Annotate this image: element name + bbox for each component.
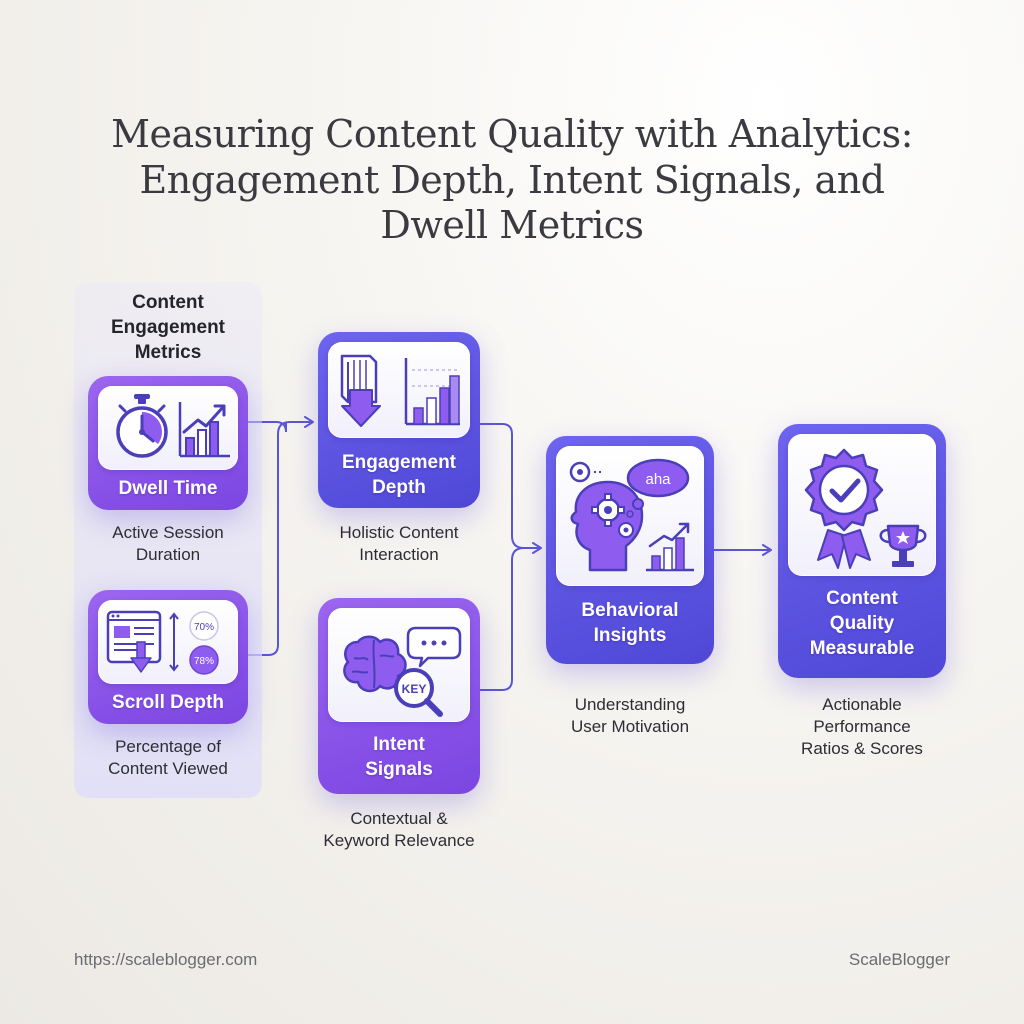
title-line-1: Measuring Content Quality with Analytics…: [111, 112, 913, 156]
intent-signals-caption: Contextual & Keyword Relevance: [296, 808, 502, 852]
scroll-depth-caption-line-1: Percentage of: [115, 737, 221, 756]
behavioral-insights-caption-line-2: User Motivation: [570, 717, 690, 736]
intent-signals-icon-tile: KEY: [328, 608, 470, 722]
vertical-arrows-icon: [169, 612, 179, 672]
page-title: Measuring Content Quality with Analytics…: [62, 112, 962, 249]
brain-icon: KEY: [343, 626, 462, 717]
node-scroll-depth[interactable]: 70% 78% Scroll Depth: [88, 590, 248, 724]
dwell-time-caption-line-2: Duration: [135, 545, 201, 564]
content-quality-caption: Actionable Performance Ratios & Scores: [762, 694, 962, 760]
webpage-icon: 70% 78%: [106, 610, 219, 675]
intent-signals-caption-line-1: Contextual &: [350, 809, 448, 828]
edge-dwell-to-engagement: [248, 421, 287, 433]
node-engagement-depth[interactable]: Engagement Depth: [318, 332, 480, 508]
engagement-depth-label: Engagement Depth: [318, 450, 480, 500]
footer-brand: ScaleBlogger: [848, 950, 950, 969]
engagement-depth-caption: Holistic Content Interaction: [300, 522, 498, 566]
dwell-time-label-text: Dwell Time: [118, 478, 218, 499]
award-badge-icon: [804, 448, 927, 569]
engagement-depth-caption-line-2: Interaction: [359, 545, 439, 564]
speech-bubble-icon: [406, 626, 462, 668]
trophy-icon: [879, 524, 927, 567]
content-quality-label-line-3: Measurable: [809, 638, 915, 659]
stopwatch-icon: [116, 394, 230, 458]
content-quality-label-line-2: Quality: [829, 613, 895, 634]
scroll-depth-label-text: Scroll Depth: [112, 692, 224, 713]
dwell-time-caption: Active Session Duration: [80, 522, 256, 566]
down-arrow-icon: [130, 641, 152, 673]
group-title-line-1: Content: [132, 292, 204, 313]
bar-chart-icon: [404, 358, 460, 426]
magnifier-icon: KEY: [394, 668, 443, 717]
scroll-depth-caption-line-2: Content Viewed: [108, 759, 228, 778]
rising-bar-chart-icon: [178, 402, 230, 458]
behavioral-insights-caption-line-1: Understanding: [574, 695, 686, 714]
behavioral-insights-icon-tile: aha: [556, 446, 704, 586]
percent-badge-70: [189, 611, 219, 641]
node-intent-signals[interactable]: KEY Intent Signals: [318, 598, 480, 794]
group-title: Content Engagement Metrics: [74, 290, 262, 365]
engagement-depth-label-line-2: Depth: [372, 477, 426, 498]
book-arrow-icon: [340, 354, 460, 427]
magnifier-key-text: KEY: [402, 682, 427, 696]
thought-bubble-icon: aha: [626, 458, 690, 518]
edge-scroll-to-engagement: [248, 416, 314, 656]
scroll-depth-caption: Percentage of Content Viewed: [80, 736, 256, 780]
content-quality-caption-line-3: Ratios & Scores: [801, 739, 923, 758]
dwell-time-icon-tile: [98, 386, 238, 470]
intent-signals-label-line-2: Signals: [365, 759, 433, 780]
title-line-3: Dwell Metrics: [380, 203, 644, 248]
scroll-depth-label: Scroll Depth: [88, 690, 248, 715]
content-quality-label-line-1: Content: [826, 588, 898, 609]
intent-signals-label-line-1: Intent: [373, 734, 425, 755]
percent-badge-70-text: 70%: [194, 622, 214, 633]
content-quality-icon-tile: [788, 434, 936, 576]
percent-badge-78: [189, 645, 219, 675]
percent-badge-78-text: 78%: [194, 656, 214, 667]
behavioral-insights-caption: Understanding User Motivation: [530, 694, 730, 738]
content-quality-caption-line-2: Performance: [813, 717, 911, 736]
edge-engagement-to-behavioral: [480, 423, 542, 554]
node-dwell-time[interactable]: Dwell Time: [88, 376, 248, 510]
growth-chart-icon: [646, 522, 694, 572]
dwell-time-caption-line-1: Active Session: [112, 523, 224, 542]
behavioral-insights-label: Behavioral Insights: [546, 598, 714, 648]
intent-signals-label: Intent Signals: [318, 732, 480, 782]
node-behavioral-insights[interactable]: aha Behavioral Insights: [546, 436, 714, 664]
content-quality-label: Content Quality Measurable: [778, 586, 946, 661]
engagement-depth-label-line-1: Engagement: [341, 452, 457, 473]
scroll-depth-icon-tile: 70% 78%: [98, 600, 238, 684]
title-line-2: Engagement Depth, Intent Signals, and: [139, 157, 885, 202]
behavioral-insights-label-line-2: Insights: [593, 625, 667, 646]
behavioral-insights-label-line-1: Behavioral: [581, 600, 679, 621]
footer-url[interactable]: https://scaleblogger.com: [74, 950, 258, 969]
group-title-line-3: Metrics: [134, 342, 202, 363]
group-title-line-2: Engagement: [110, 317, 226, 338]
engagement-depth-icon-tile: [328, 342, 470, 438]
content-quality-caption-line-1: Actionable: [822, 695, 902, 714]
engagement-depth-caption-line-1: Holistic Content: [339, 523, 459, 542]
dwell-time-label: Dwell Time: [88, 476, 248, 501]
node-content-quality[interactable]: Content Quality Measurable: [778, 424, 946, 678]
edge-intent-to-behavioral: [480, 547, 525, 691]
head-gears-icon: aha: [569, 458, 694, 572]
intent-signals-caption-line-2: Keyword Relevance: [323, 831, 475, 850]
thought-aha-text: aha: [645, 471, 671, 488]
